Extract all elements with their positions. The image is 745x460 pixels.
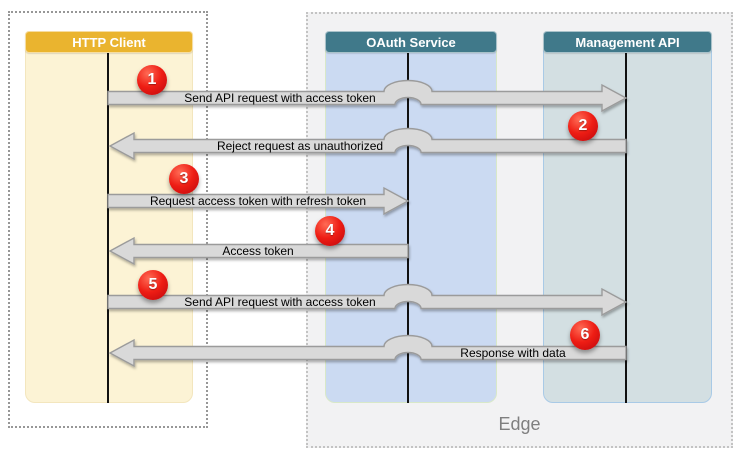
step-number: 3 bbox=[179, 170, 189, 187]
lifeline-http-client bbox=[107, 53, 109, 403]
message-label-4: Access token bbox=[222, 244, 294, 258]
message-arrow-1 bbox=[107, 79, 628, 113]
participant-header-http-client: HTTP Client bbox=[25, 31, 193, 53]
message-label-2: Reject request as unauthorized bbox=[216, 139, 384, 153]
step-number: 4 bbox=[325, 222, 335, 239]
message-arrow-3 bbox=[107, 186, 410, 216]
participant-name: Management API bbox=[575, 34, 680, 50]
message-arrow-6 bbox=[108, 334, 627, 368]
participant-name: HTTP Client bbox=[72, 34, 146, 50]
edge-label: Edge bbox=[498, 414, 541, 434]
step-number: 6 bbox=[580, 326, 590, 343]
step-badge-4: 4 bbox=[315, 216, 345, 246]
lifeline-oauth-service bbox=[407, 53, 409, 403]
participant-header-management-api: Management API bbox=[543, 31, 712, 53]
message-label-5: Send API request with access token bbox=[184, 295, 376, 309]
message-arrow-2 bbox=[108, 127, 627, 161]
step-badge-3: 3 bbox=[169, 164, 199, 194]
message-label-1: Send API request with access token bbox=[184, 91, 376, 105]
participant-header-oauth-service: OAuth Service bbox=[325, 31, 497, 53]
step-badge-2: 2 bbox=[568, 111, 598, 141]
step-badge-5: 5 bbox=[138, 270, 168, 300]
step-number: 5 bbox=[148, 276, 158, 293]
message-label-3: Request access token with refresh token bbox=[149, 194, 367, 208]
lifeline-management-api bbox=[625, 53, 627, 403]
step-badge-6: 6 bbox=[570, 320, 600, 350]
step-number: 2 bbox=[578, 117, 588, 134]
message-label-6: Response with data bbox=[460, 346, 566, 360]
step-number: 1 bbox=[147, 71, 157, 88]
step-badge-1: 1 bbox=[137, 65, 167, 95]
message-arrow-5 bbox=[107, 283, 628, 317]
participant-name: OAuth Service bbox=[366, 34, 456, 50]
